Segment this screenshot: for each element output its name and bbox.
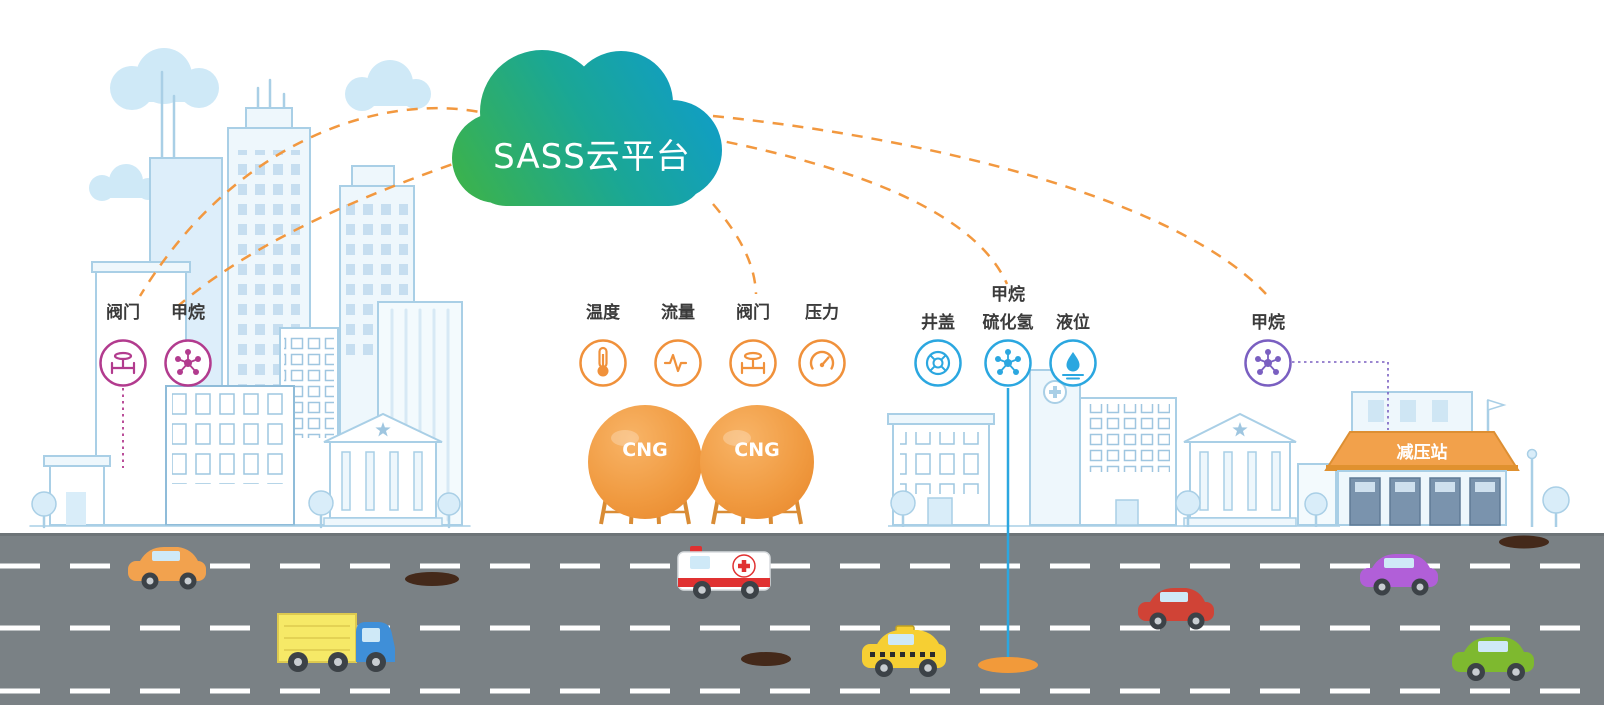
hospital-cross-icon	[1049, 386, 1061, 398]
methane-label: 甲烷	[991, 284, 1025, 305]
manhole-icon	[914, 339, 962, 387]
level-icon	[1049, 339, 1097, 387]
sensor-group-cng: 温度 流量 阀门 压力	[579, 302, 846, 387]
methane-label: 甲烷	[1251, 312, 1285, 333]
sensor-group-pipeline: 井盖 甲烷 硫化氢 液位	[914, 284, 1097, 387]
road	[0, 533, 1604, 705]
tank-label: CNG	[622, 439, 667, 461]
arc-cloud-to-pipeline	[706, 136, 1009, 285]
bank-building-left	[323, 412, 443, 527]
arc-cloud-to-city-b	[177, 156, 471, 307]
connection-arcs	[138, 106, 1267, 307]
manhole-covers	[405, 535, 1549, 666]
taxi	[862, 625, 946, 677]
sensor-group-station: 甲烷	[1244, 312, 1292, 387]
manhole-cover-1	[405, 572, 459, 586]
station-flag	[1486, 398, 1507, 432]
tank-label: CNG	[734, 439, 779, 461]
vehicles	[128, 546, 1534, 681]
car-orange	[128, 547, 206, 590]
star-icon	[375, 422, 391, 437]
arc-cloud-to-city-a	[138, 106, 498, 297]
sky-cloud-1	[110, 48, 219, 110]
sky-cloud-2	[345, 60, 431, 111]
city-skyline-right	[887, 369, 1340, 527]
city-skyline-left	[29, 70, 471, 529]
car-green	[1452, 637, 1534, 681]
flow-label: 流量	[661, 302, 695, 323]
molecule-icon	[1244, 339, 1292, 387]
h2s-label: 硫化氢	[983, 312, 1034, 333]
trees-right	[890, 490, 1328, 527]
ambulance	[677, 546, 771, 599]
valve-label: 阀门	[106, 302, 140, 323]
level-label: 液位	[1056, 312, 1090, 333]
arc-cloud-to-station	[712, 114, 1267, 295]
valve-label: 阀门	[736, 302, 770, 323]
car-red	[1138, 588, 1214, 630]
valve-icon	[99, 339, 147, 387]
cng-tank-2: CNG	[700, 405, 814, 525]
truck-yellow	[277, 613, 395, 672]
cng-tank-1: CNG	[588, 405, 702, 525]
hospital-building	[1029, 369, 1177, 526]
low-windowed-building	[165, 385, 295, 526]
bank-building-right	[1183, 412, 1297, 527]
arc-cloud-to-cng	[712, 203, 758, 295]
methane-label: 甲烷	[171, 302, 205, 323]
saas-cloud-platform: SASS云平台	[452, 50, 722, 206]
station-label: 减压站	[1397, 442, 1448, 463]
car-purple	[1360, 554, 1438, 596]
manhole-cover-2	[1499, 535, 1549, 549]
station-doors	[1349, 477, 1501, 526]
flow-icon	[654, 339, 702, 387]
sky-clouds	[89, 48, 431, 201]
molecule-icon	[164, 339, 212, 387]
street-lamp	[1526, 448, 1538, 527]
thermometer-icon	[579, 339, 627, 387]
gauge-icon	[798, 339, 846, 387]
pressure-label: 压力	[805, 302, 839, 323]
checker-band	[870, 652, 935, 657]
molecule-icon	[984, 339, 1032, 387]
manhole-label: 井盖	[921, 312, 955, 333]
sensor-group-city: 阀门 甲烷	[99, 302, 212, 387]
tree	[1542, 486, 1570, 527]
valve-icon	[729, 339, 777, 387]
station-link-line	[1292, 361, 1389, 430]
office-building-right	[887, 413, 995, 526]
temperature-label: 温度	[586, 302, 621, 323]
cloud-platform-label: SASS云平台	[493, 137, 691, 177]
sky-cloud-3	[89, 164, 159, 201]
manhole-cover-3	[741, 652, 791, 666]
sensor-links	[122, 361, 1389, 673]
kiosk-building	[43, 455, 111, 526]
pressure-station: 减压站	[1324, 391, 1570, 527]
trees-left	[31, 490, 461, 529]
cng-tanks: CNG CNG	[588, 405, 814, 525]
star-icon	[1232, 422, 1248, 437]
pipeline-outlet	[978, 657, 1038, 673]
red-cross-icon	[738, 560, 750, 572]
